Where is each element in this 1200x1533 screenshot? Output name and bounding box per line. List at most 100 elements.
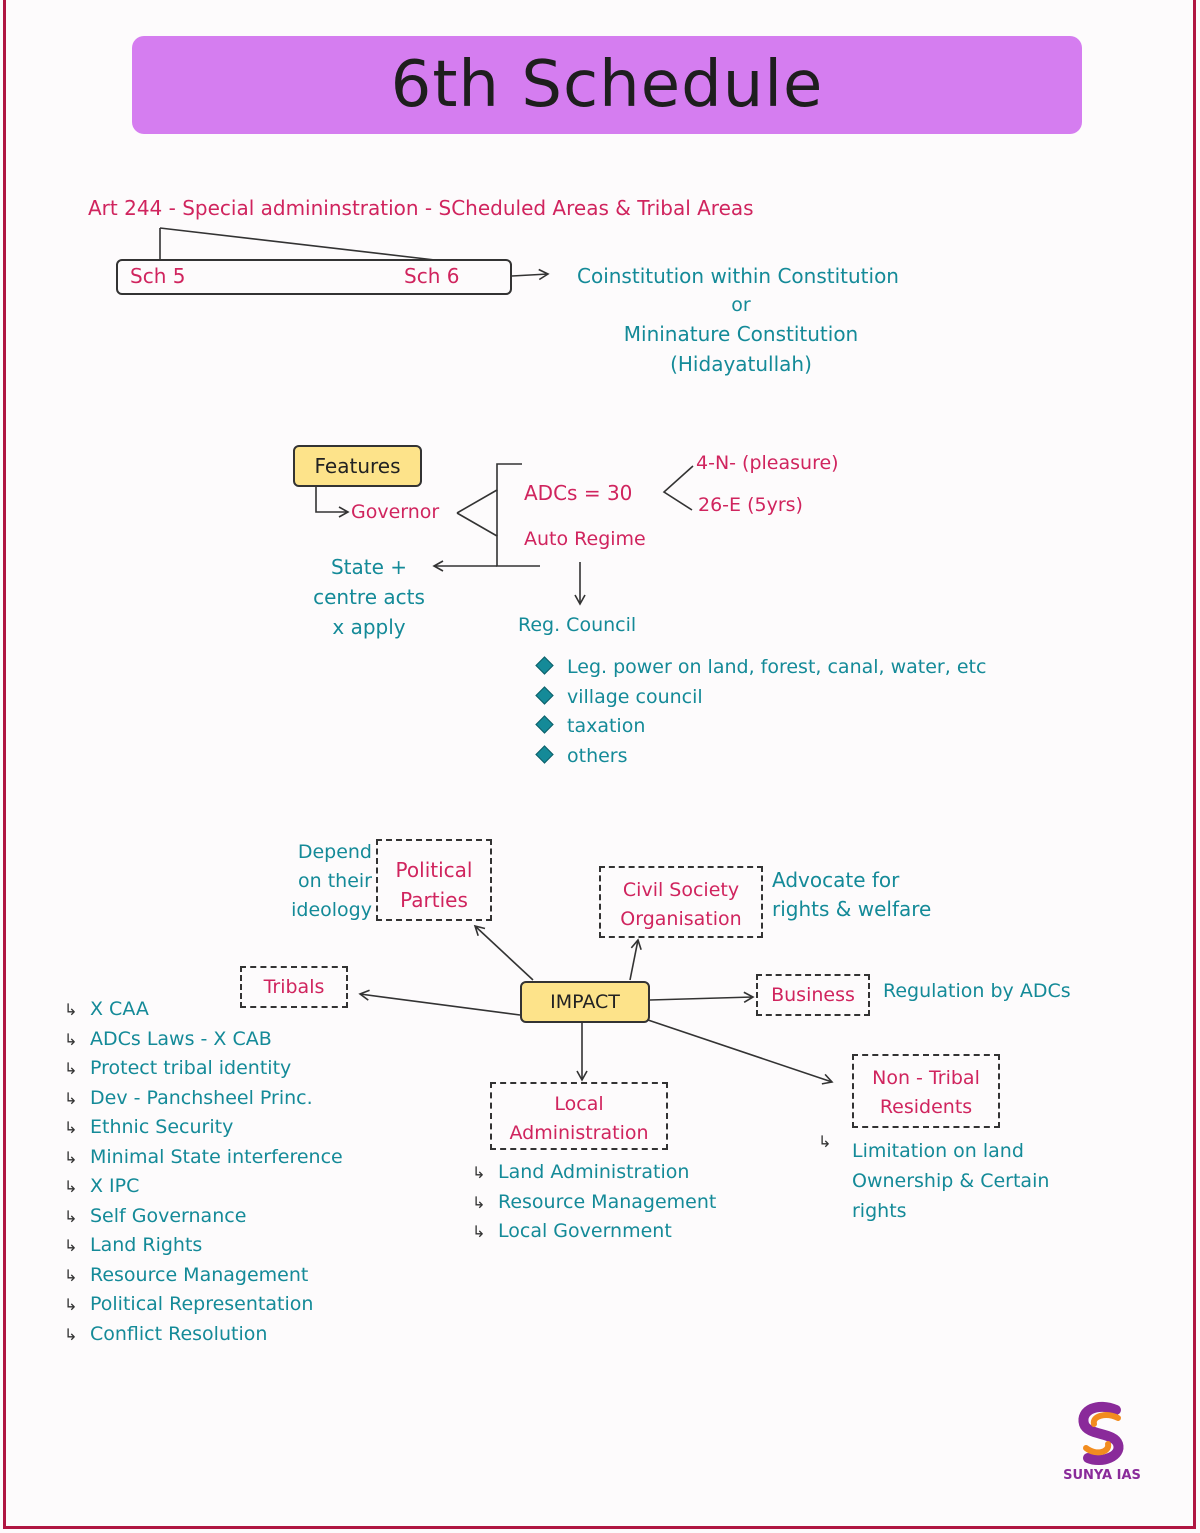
four-n-label: 4-N- (pleasure) [696, 452, 839, 474]
sch5-label: Sch 5 [130, 264, 186, 288]
list-item: ↳ X IPC [64, 1172, 343, 1202]
sub-arrow-icon: ↳ [64, 1236, 78, 1255]
political-note-line: on their [298, 870, 372, 892]
non-tribal-note-line: rights [852, 1200, 907, 1222]
diamond-bullet-icon [535, 685, 554, 705]
constitution-line4: (Hidayatullah) [670, 352, 812, 376]
non-tribal-note-line: Ownership & Certain [852, 1170, 1050, 1192]
list-item-text: Protect tribal identity [90, 1057, 292, 1079]
sub-arrow-icon: ↳ [472, 1163, 486, 1182]
business-note: Regulation by ADCs [883, 980, 1071, 1002]
list-item: others [535, 742, 986, 772]
list-item: ↳ Minimal State interference [64, 1143, 343, 1173]
diamond-bullet-icon [535, 656, 554, 675]
sch6-label: Sch 6 [404, 264, 460, 288]
adcs-label: ADCs = 30 [524, 481, 633, 505]
sub-arrow-icon: ↳ [64, 1000, 78, 1019]
twentysix-e-label: 26-E (5yrs) [698, 494, 803, 516]
sub-arrow-icon: ↳ [64, 1118, 78, 1137]
list-item-text: village council [567, 685, 703, 708]
impact-box: IMPACT [520, 981, 650, 1023]
list-item-text: Minimal State interference [90, 1145, 343, 1168]
list-item-text: Land Administration [498, 1161, 690, 1183]
political-parties-line: Political [395, 858, 473, 882]
civil-society-line: Organisation [620, 908, 742, 930]
local-admin-line: Administration [509, 1122, 649, 1144]
list-item-text: others [567, 744, 628, 767]
sub-arrow-icon: ↳ [64, 1177, 78, 1196]
sub-arrow-icon: ↳ [818, 1132, 832, 1151]
constitution-line1: Coinstitution within Constitution [577, 264, 899, 288]
sunya-ias-logo: SUNYA IAS [1058, 1400, 1146, 1490]
local-admin-line: Local [554, 1093, 604, 1115]
political-note-line: Depend [297, 841, 372, 863]
list-item: ↳ Land Rights [64, 1231, 343, 1261]
list-item: Leg. power on land, forest, canal, water… [535, 653, 987, 683]
auto-regime-label: Auto Regime [524, 528, 646, 550]
civil-note-line: Advocate for [772, 868, 900, 892]
list-item-text: Conflict Resolution [90, 1322, 268, 1345]
political-parties-box: Political Parties [376, 839, 492, 921]
constitution-line2: or [731, 294, 751, 316]
list-item-text: X CAA [90, 998, 149, 1020]
sub-arrow-icon: ↳ [472, 1222, 486, 1241]
list-item-text: taxation [567, 715, 646, 737]
non-tribal-box: Non - Tribal Residents [852, 1054, 1000, 1128]
list-item: ↳Self Governance [64, 1202, 343, 1232]
civil-society-box: Civil Society Organisation [599, 866, 763, 938]
tribal-list: ↳X CAA ↳ADCs Laws - X CAB ↳Protect triba… [64, 995, 343, 1349]
page-title: 6th Schedule [390, 48, 824, 122]
political-note-line: ideology [291, 899, 372, 921]
governor-label: Governor [351, 501, 440, 523]
sub-arrow-icon: ↳ [64, 1265, 78, 1285]
constitution-line3: Mininature Constitution [623, 322, 859, 346]
sub-arrow-icon: ↳ [64, 1059, 78, 1078]
tribals-box: Tribals [240, 966, 348, 1008]
council-list: Leg. power on land, forest, canal, water… [535, 653, 987, 772]
list-item: ↳ Protect tribal identity [64, 1054, 343, 1084]
list-item-text: Resource Management [498, 1190, 717, 1213]
list-item: village council [535, 683, 986, 713]
state-centre-line: x apply [332, 615, 406, 639]
schedule-box [116, 259, 512, 295]
list-item-text: ADCs Laws - X CAB [90, 1027, 272, 1050]
local-admin-list: ↳ Land Administration ↳ Resource Managemen… [472, 1158, 716, 1247]
sub-arrow-icon: ↳ [64, 1088, 78, 1108]
sub-arrow-icon: ↳ [472, 1192, 486, 1212]
political-parties-line: Parties [400, 888, 468, 912]
sub-arrow-icon: ↳ [64, 1324, 78, 1344]
non-tribal-note-line: Limitation on land [852, 1140, 1024, 1162]
civil-society-line: Civil Society [622, 879, 740, 901]
reg-council-label: Reg. Council [518, 614, 637, 636]
list-item-text: Land Rights [90, 1234, 203, 1256]
logo-text: SUNYA IAS [1063, 1468, 1141, 1483]
list-item: ↳ X CAA [64, 995, 343, 1025]
list-item: ↳ Local Government [472, 1217, 716, 1247]
business-box: Business [756, 974, 870, 1016]
list-item-text: Dev - Panchsheel Princ. [90, 1086, 313, 1109]
sub-arrow-icon: ↳ [64, 1295, 78, 1314]
list-item: ↳ Political Representation [64, 1290, 343, 1320]
civil-note-line: rights & welfare [772, 897, 932, 921]
list-item-text: Ethnic Security [90, 1116, 234, 1138]
list-item-text: X IPC [90, 1175, 140, 1197]
list-item: ↳ Ethnic Security [64, 1113, 343, 1143]
page-frame [3, 0, 1196, 1529]
list-item: ↳ Resource Management [64, 1261, 343, 1291]
state-centre-line: centre acts [313, 585, 425, 609]
list-item: ↳ Conflict Resolution [64, 1320, 343, 1350]
title-banner: 6th Schedule [132, 36, 1082, 134]
civil-note: Advocate for rights & welfare [772, 866, 931, 924]
sub-arrow-icon: ↳ [64, 1206, 78, 1226]
list-item: ↳ADCs Laws - X CAB [64, 1025, 343, 1055]
sub-arrow-icon: ↳ [64, 1147, 78, 1167]
list-item-text: Resource Management [90, 1263, 309, 1286]
state-centre-note: State + centre acts x apply [296, 552, 442, 642]
list-item: ↳ Resource Management [472, 1188, 716, 1218]
non-tribal-line: Residents [879, 1096, 973, 1118]
list-item-text: Political Representation [90, 1293, 314, 1315]
list-item-text: Leg. power on land, forest, canal, water… [567, 656, 987, 678]
features-box: Features [293, 445, 422, 487]
list-item-text: Local Government [498, 1220, 672, 1242]
